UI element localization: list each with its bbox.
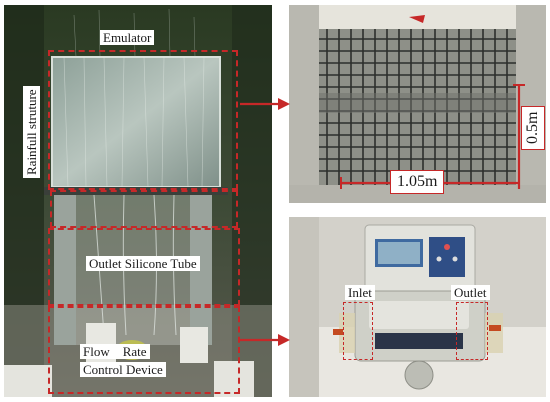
inlet-label: Inlet	[345, 285, 375, 300]
outlet-label: Outlet	[451, 285, 490, 300]
height-dimension-label: 0.5m	[521, 105, 545, 150]
emulator-region	[48, 50, 238, 190]
flow-rate-label-line1: Flow Rate	[80, 344, 150, 359]
outlet-tube-label: Outlet Silicone Tube	[86, 256, 200, 271]
arrow-to-grid-photo	[240, 98, 290, 110]
outlet-region	[456, 302, 488, 360]
rig-photo	[4, 5, 272, 397]
flow-device-region	[48, 306, 240, 394]
rainfall-structure-label: Rainfull struture	[23, 86, 40, 178]
pump-photo	[289, 217, 546, 397]
flow-rate-label-line2: Control Device	[80, 362, 166, 377]
outlet-tube-region	[48, 228, 240, 306]
emulator-label: Emulator	[100, 30, 155, 45]
rainfall-structure-region	[50, 190, 238, 228]
width-dimension-label: 1.05m	[390, 170, 445, 194]
arrow-to-pump-photo	[240, 334, 290, 346]
inlet-region	[343, 302, 373, 360]
